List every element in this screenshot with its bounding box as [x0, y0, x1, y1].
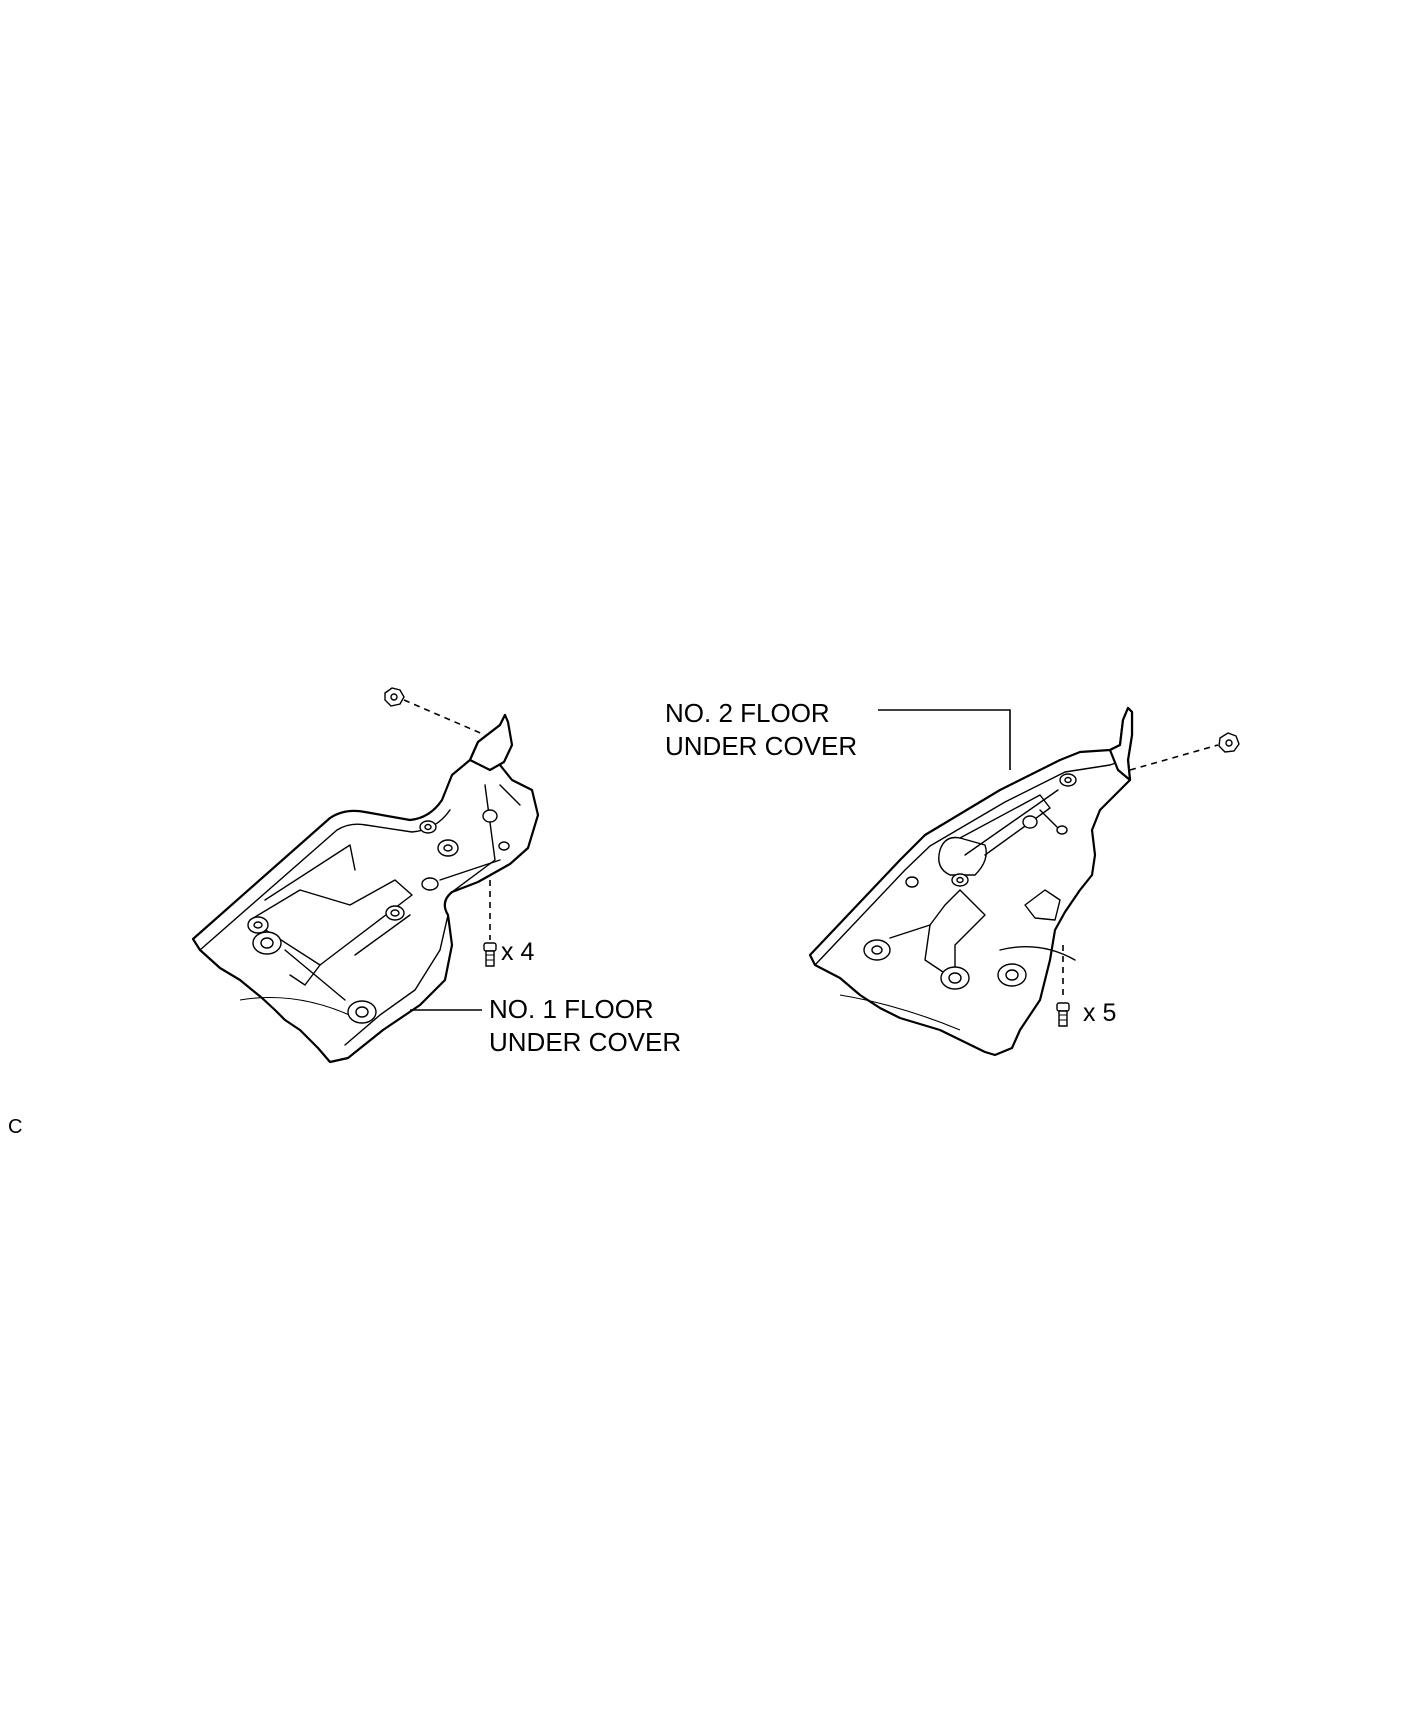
no2-clip-icon — [1129, 732, 1240, 771]
no1-bolt-icon — [483, 880, 497, 967]
no1-label-line2: UNDER COVER — [489, 1027, 682, 1057]
no2-bolt-icon — [1056, 945, 1070, 1027]
no1-floor-under-cover — [191, 713, 540, 1064]
no2-floor-under-cover — [808, 706, 1134, 1057]
corner-code: C — [8, 1116, 23, 1138]
no1-quantity-label: x 4 — [501, 938, 535, 966]
no2-leader-line — [878, 709, 1011, 770]
no1-clip-icon — [384, 687, 486, 736]
no2-label-line1: NO. 2 FLOOR — [665, 698, 830, 728]
no2-quantity-label: x 5 — [1083, 999, 1117, 1027]
no1-label-line1: NO. 1 FLOOR — [489, 994, 654, 1024]
no2-label-line2: UNDER COVER — [665, 731, 858, 761]
